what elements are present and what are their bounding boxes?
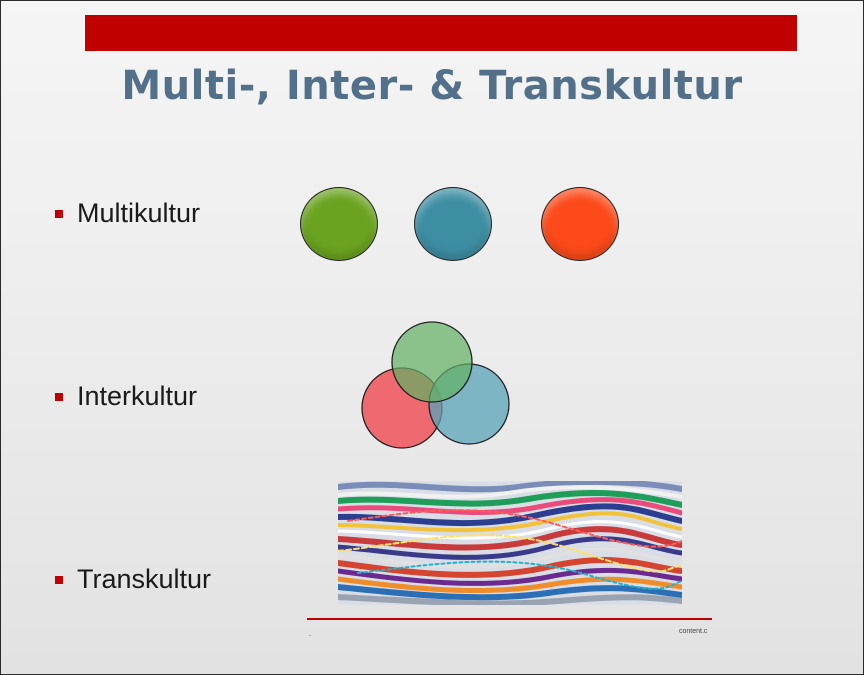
bullet-marker-icon	[55, 392, 63, 401]
bullet-marker-icon	[55, 575, 63, 584]
bullet-interkultur: Interkultur	[55, 381, 197, 412]
slide-title: Multi-, Inter- & Transkultur	[121, 63, 743, 109]
woven-textile-image	[338, 481, 682, 605]
stray-mark: -	[309, 633, 311, 639]
bullet-label: Transkultur	[77, 564, 212, 594]
separate-circle-green	[300, 187, 378, 261]
footer-red-line	[307, 618, 712, 620]
bullet-transkultur: Transkultur	[55, 564, 211, 595]
separate-circle-orange	[541, 187, 619, 261]
separate-circle-blue	[414, 187, 492, 261]
bullet-marker-icon	[55, 209, 63, 218]
header-accent-bar	[85, 15, 797, 51]
bullet-label: Interkultur	[77, 381, 198, 411]
bullet-label: Multikultur	[77, 198, 201, 228]
venn-circle-green	[391, 321, 473, 403]
bullet-multikultur: Multikultur	[55, 198, 200, 229]
image-watermark: content.c	[679, 628, 708, 635]
overlapping-circles-diagram	[361, 321, 510, 449]
